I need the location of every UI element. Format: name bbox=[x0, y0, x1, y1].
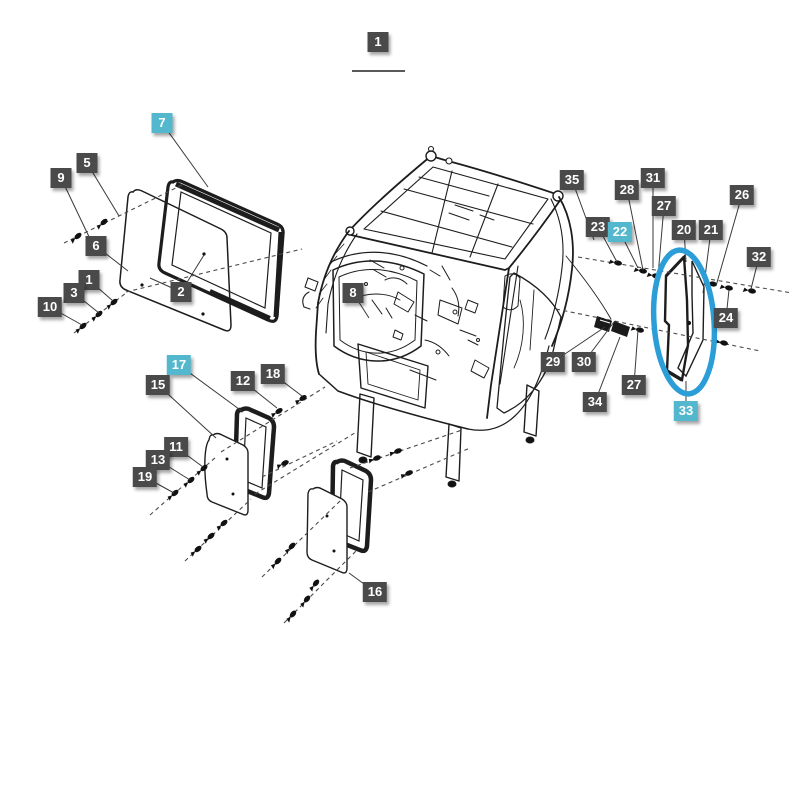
reference-underline bbox=[352, 70, 405, 72]
windshield-glass bbox=[119, 188, 232, 332]
door-hinge-brackets bbox=[594, 316, 630, 337]
windshield-seal bbox=[157, 178, 285, 323]
cab-frame-drawing bbox=[302, 145, 612, 488]
label-leader-lines bbox=[49, 122, 760, 593]
side-glass-2 bbox=[306, 486, 348, 574]
door-glass bbox=[663, 254, 705, 382]
side-glass-1 bbox=[204, 432, 249, 516]
